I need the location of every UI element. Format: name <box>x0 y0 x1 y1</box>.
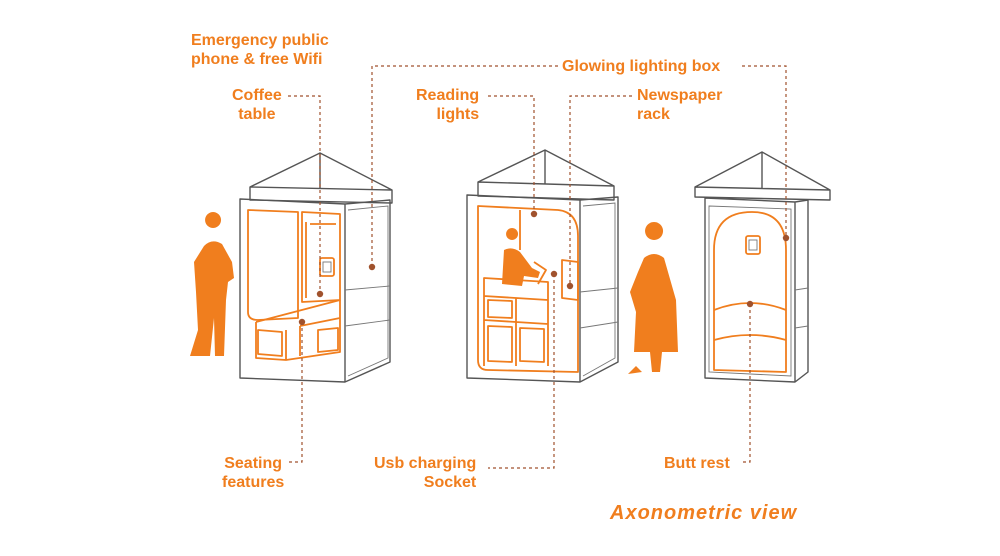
view-title: Axonometric view <box>610 502 798 524</box>
booth-right <box>694 151 831 383</box>
label-glowing-lighting-box: Glowing lighting box <box>562 58 721 75</box>
leader-seating <box>288 322 303 463</box>
booth-middle-body <box>466 194 619 383</box>
label-reading-lights: Reading lights <box>416 87 480 123</box>
label-emergency-phone-wifi: Emergency public phone & free Wifi <box>191 32 329 68</box>
booth-right-roof <box>694 151 831 201</box>
booth-right-interior <box>713 211 787 373</box>
leader-usb <box>488 274 555 469</box>
booth-left-roof <box>249 152 393 204</box>
booth-left-body <box>239 198 391 383</box>
booth-right-body <box>704 197 809 383</box>
leader-butt <box>740 304 751 463</box>
leader-newspaper <box>569 95 632 284</box>
booth-left <box>239 152 393 383</box>
leader-emergency <box>371 65 558 267</box>
label-newspaper-rack: Newspaper rack <box>637 87 723 123</box>
booth-middle-roof <box>477 149 615 201</box>
label-seating-features: Seating features <box>222 455 285 491</box>
label-coffee-table: Coffee table <box>232 87 282 123</box>
leader-glowing <box>742 65 787 238</box>
leader-lines <box>288 65 790 469</box>
booth-middle-interior <box>477 205 579 373</box>
label-butt-rest: Butt rest <box>664 455 730 472</box>
person-silhouette-middle <box>628 222 678 374</box>
person-silhouette-left <box>190 212 234 356</box>
leader-coffee <box>288 95 321 292</box>
label-usb-charging-socket: Usb charging Socket <box>374 455 477 491</box>
booth-middle <box>466 149 619 383</box>
